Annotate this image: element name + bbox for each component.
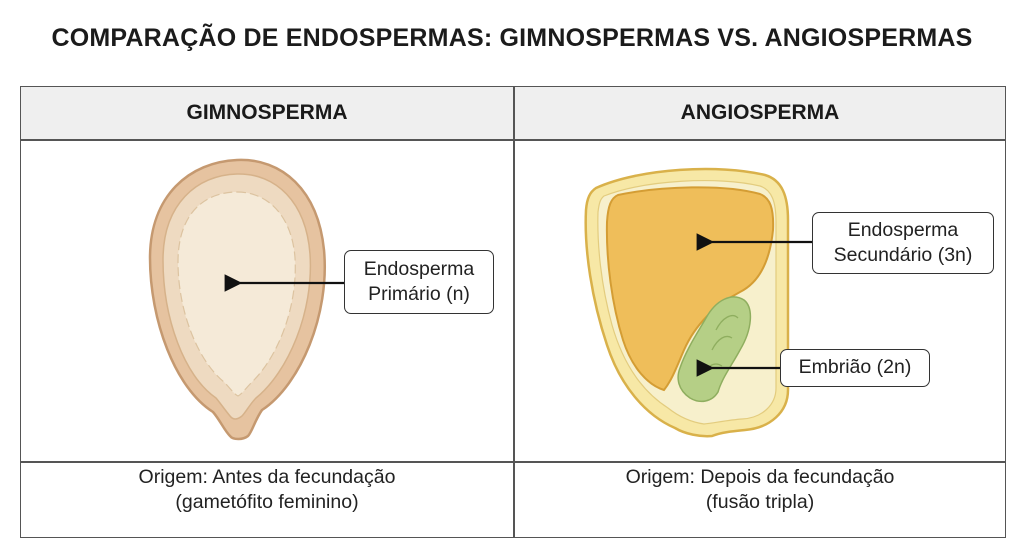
gymnosperm-header: GIMNOSPERMA xyxy=(186,101,348,124)
angiosperm-origin: Origem: Depois da fecundação (fusão trip… xyxy=(514,465,1006,515)
label-primary-endosperm: Endosperma Primário (n) xyxy=(344,250,494,314)
gymnosperm-origin-line1: Origem: Antes da fecundação xyxy=(138,466,396,488)
angiosperm-secondary-endosperm xyxy=(605,186,775,392)
label-secondary-endosperm-line2: Secundário (3n) xyxy=(833,244,973,266)
page-title: COMPARAÇÃO DE ENDOSPERMAS: GIMNOSPERMAS … xyxy=(51,24,973,52)
comparison-table: GIMNOSPERMA ANGIOSPERMA Origem: Antes da… xyxy=(20,86,1006,538)
label-primary-endosperm-line1: Endosperma xyxy=(363,258,475,280)
label-embryo: Embrião (2n) xyxy=(780,349,930,387)
angiosperm-header: ANGIOSPERMA xyxy=(680,101,840,124)
label-secondary-endosperm-line1: Endosperma xyxy=(847,219,959,241)
gymnosperm-primary-endosperm xyxy=(177,191,296,397)
gymnosperm-seed xyxy=(148,158,326,441)
angiosperm-origin-line1: Origem: Depois da fecundação xyxy=(625,466,895,488)
angiosperm-origin-line2: (fusão tripla) xyxy=(705,491,815,513)
label-primary-endosperm-line2: Primário (n) xyxy=(368,283,470,305)
label-secondary-endosperm: Endosperma Secundário (3n) xyxy=(812,212,994,274)
gymnosperm-origin: Origem: Antes da fecundação (gametófito … xyxy=(21,465,513,515)
column-divider xyxy=(513,87,515,537)
label-embryo-line1: Embrião (2n) xyxy=(798,356,912,378)
gymnosperm-origin-line2: (gametófito feminino) xyxy=(175,491,359,513)
angiosperm-seed xyxy=(584,167,790,438)
angiosperm-embryo xyxy=(677,296,752,403)
